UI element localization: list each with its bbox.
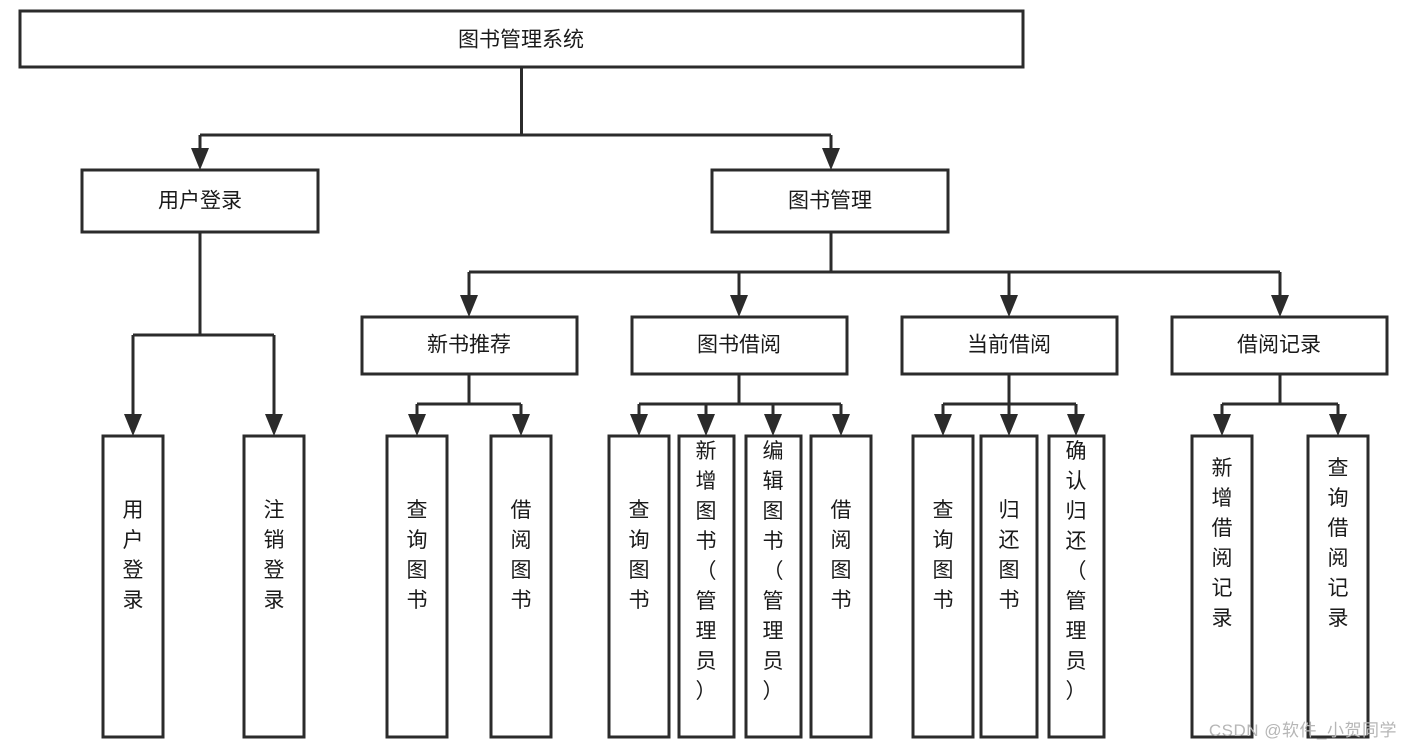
arrow-userlogin-to-leaf0 [124,414,142,436]
leaf-query-book-1-box[interactable] [385,434,449,739]
arrow-newbook-to-leaf2 [408,414,426,436]
leaf-user-login-box[interactable] [101,434,165,739]
node-book-borrow-box[interactable] [630,315,849,376]
node-current-borrow[interactable]: 当前借阅 [900,315,1119,376]
csdn-watermark: CSDN @软件_小贺同学 [1208,721,1397,740]
leaf-query-book-1[interactable]: 查询图书 [385,434,449,739]
arrow-bookmgmt-to-current [1000,295,1018,317]
arrow-userlogin-to-leaf1 [265,414,283,436]
leaf-query-book-2[interactable]: 查询图书 [607,434,671,739]
node-book-management[interactable]: 图书管理 [710,168,950,234]
node-current-borrow-box[interactable] [900,315,1119,376]
leaf-edit-book-admin-box[interactable] [744,434,803,739]
leaf-edit-book-admin[interactable]: 编辑图书（管理员） [744,434,803,739]
node-borrow-record-label: 借阅记录 [1237,334,1321,357]
leaf-logout-box[interactable] [242,434,306,739]
leaf-edit-book-admin-label: 编辑图书（管理员） [763,440,784,703]
arrow-current-to-leaf8 [934,414,952,436]
arrow-current-to-leaf10 [1067,414,1085,436]
arrow-bookmgmt-to-borrow [730,295,748,317]
connector-layer [124,67,1347,436]
node-new-book-recommend-label: 新书推荐 [427,334,511,357]
arrow-borrow-to-leaf7 [832,414,850,436]
leaf-add-borrow-record-label: 新增借阅记录 [1212,457,1233,630]
leaf-confirm-return-admin[interactable]: 确认归还（管理员） [1047,434,1106,739]
leaf-logout-label: 注销登录 [264,499,285,612]
leaf-return-book-label: 归还图书 [999,499,1020,612]
arrow-root-to-book-mgmt [822,148,840,170]
leaf-add-book-admin-label: 新增图书（管理员） [696,440,717,703]
leaf-query-borrow-record-box[interactable] [1306,434,1370,739]
node-book-borrow[interactable]: 图书借阅 [630,315,849,376]
arrow-newbook-to-leaf3 [512,414,530,436]
leaf-borrow-book-1-box[interactable] [489,434,553,739]
leaf-query-book-3-label: 查询图书 [933,499,954,612]
node-book-borrow-label: 图书借阅 [697,334,781,357]
node-root[interactable]: 图书管理系统 [18,9,1025,69]
leaf-add-borrow-record[interactable]: 新增借阅记录 [1190,434,1254,739]
node-user-login-label: 用户登录 [158,190,242,213]
arrow-current-to-leaf9 [1000,414,1018,436]
node-current-borrow-label: 当前借阅 [967,334,1051,357]
arrow-bookmgmt-to-record [1271,295,1289,317]
leaf-borrow-book-2-label: 借阅图书 [831,499,852,612]
node-user-login-box[interactable] [80,168,320,234]
leaf-add-borrow-record-box[interactable] [1190,434,1254,739]
leaf-add-book-admin[interactable]: 新增图书（管理员） [677,434,736,739]
leaf-borrow-book-1-label: 借阅图书 [511,499,532,612]
node-borrow-record-box[interactable] [1170,315,1389,376]
leaf-add-book-admin-box[interactable] [677,434,736,739]
arrow-root-to-user-login [191,148,209,170]
arrow-borrow-to-leaf4 [630,414,648,436]
leaf-borrow-book-2[interactable]: 借阅图书 [809,434,873,739]
arrow-borrow-to-leaf6 [764,414,782,436]
node-new-book-recommend[interactable]: 新书推荐 [360,315,579,376]
node-borrow-record[interactable]: 借阅记录 [1170,315,1389,376]
leaf-query-book-1-label: 查询图书 [407,499,428,612]
leaf-user-login[interactable]: 用户登录 [101,434,165,739]
leaf-return-book-box[interactable] [979,434,1039,739]
leaf-confirm-return-admin-box[interactable] [1047,434,1106,739]
edge-root-bus [198,67,833,153]
arrow-borrow-to-leaf5 [697,414,715,436]
node-root-box[interactable] [18,9,1025,69]
edge-record-bus [1220,374,1340,419]
leaf-query-book-3-box[interactable] [911,434,975,739]
arrow-bookmgmt-to-newbook [460,295,478,317]
node-book-management-box[interactable] [710,168,950,234]
leaf-query-borrow-record-label: 查询借阅记录 [1328,457,1349,630]
leaf-query-book-2-box[interactable] [607,434,671,739]
edge-userlogin-bus [131,232,276,419]
node-user-login[interactable]: 用户登录 [80,168,320,234]
leaf-logout[interactable]: 注销登录 [242,434,306,739]
leaf-borrow-book-2-box[interactable] [809,434,873,739]
leaf-confirm-return-admin-label: 确认归还（管理员） [1066,440,1087,703]
leaf-query-book-3[interactable]: 查询图书 [911,434,975,739]
leaf-query-book-2-label: 查询图书 [629,499,650,612]
node-root-label: 图书管理系统 [458,29,584,52]
arrow-record-to-leaf11 [1213,414,1231,436]
leaf-user-login-label: 用户登录 [123,499,144,612]
node-book-management-label: 图书管理 [788,190,872,213]
edge-bookmgmt-bus [467,232,1282,300]
node-new-book-recommend-box[interactable] [360,315,579,376]
leaf-borrow-book-1[interactable]: 借阅图书 [489,434,553,739]
leaf-return-book[interactable]: 归还图书 [979,434,1039,739]
edge-borrow-bus [637,374,843,419]
edge-newbook-bus [415,374,523,419]
leaf-query-borrow-record[interactable]: 查询借阅记录 [1306,434,1370,739]
edge-current-bus [941,374,1078,419]
arrow-record-to-leaf12 [1329,414,1347,436]
